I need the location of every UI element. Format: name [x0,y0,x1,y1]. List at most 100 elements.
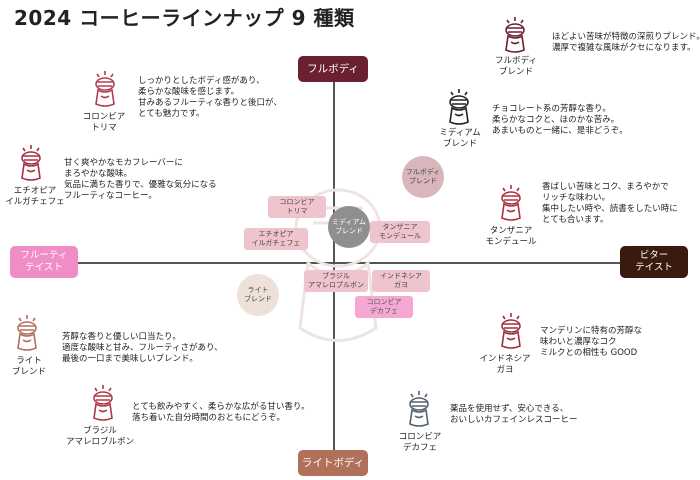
mascot-icon [402,388,436,428]
desc-line: 集中したい時や、読書をしたい時に [542,204,678,214]
desc-line: とても魅力です。 [138,109,205,119]
axis-right-text-2: テイスト [635,262,673,273]
map-tag-text: フルボディ [405,168,441,176]
product-name-ethiopia: エチオピア イルガチェフェ [2,186,68,208]
product-desc-colombia-torima: しっかりとしたボディ感があり、 柔らかな酸味を感じます。 甘みあるフルーティな香… [138,76,282,120]
map-tag-text: コロンビア [366,298,402,306]
mascot-icon [86,382,120,422]
desc-line: 気品に満ちた香りで、優雅な気分になる [64,180,217,190]
product-name-colombia-decaf: コロンビア デカフェ [388,432,452,454]
product-name-line: モンデュール [485,237,537,247]
map-tag-text: ライト [247,286,269,294]
product-name-line: フルボディ [495,56,537,66]
map-tag-text: ブレンド [244,295,272,303]
product-name-light-blend: ライト ブレンド [0,356,58,378]
map-tag-text: ブラジル [322,272,350,280]
product-name-line: トリマ [91,123,117,133]
map-tag-text: アマレロブルボン [308,281,364,289]
desc-line: 濃厚で複雑な風味がクセになります。 [552,43,696,53]
map-tag-text: タンザニア [382,223,418,231]
desc-line: 薬品を使用せず、安心できる、 [450,404,569,414]
desc-line: しっかりとしたボディ感があり、 [138,76,265,86]
product-desc-indonesia: マンデリンに特有の芳醇な 味わいと濃厚なコク ミルクとの相性も GOOD [540,326,642,359]
product-name-line: アマレロブルボン [65,437,134,447]
desc-line: 味わいと濃厚なコク [540,337,617,347]
product-desc-light-blend: 芳醇な香りと優しい口当たり。 適度な酸味と甘み、フルーティさがあり、 最後の一口… [62,332,223,365]
product-name-line: コロンビア [82,112,126,122]
desc-line: 柔らかな酸味を感じます。 [138,87,240,97]
desc-line: 甘みあるフルーティな香りと後口が、 [138,98,282,108]
desc-line: 芳醇な香りと優しい口当たり。 [62,332,181,342]
map-tag-ethiopia: エチオピア イルガチェフェ [244,228,308,250]
product-name-line: タンザニア [489,226,533,236]
desc-line: 落ち着いた自分時間のおともにどうぞ。 [132,413,286,423]
axis-left-text-2: テイスト [25,262,63,273]
product-name-line: ブレンド [11,367,46,377]
product-desc-brazil: とても飲みやすく、柔らかな広がる甘い香り。 落ち着いた自分時間のおともにどうぞ。 [132,402,310,424]
desc-line: まろやかな酸味。 [64,169,133,179]
product-name-line: ブレンド [498,67,533,77]
map-tag-text: モンデュール [379,232,421,240]
axis-right-text-1: ビター [639,250,669,261]
product-desc-colombia-decaf: 薬品を使用せず、安心できる、 おいしいカフェインレスコーヒー [450,404,578,426]
product-name-line: コロンビア [398,432,442,442]
mascot-icon [494,310,528,350]
axis-label-light-body: ライトボディ [298,450,368,476]
desc-line: リッチな味わい。 [542,193,611,203]
product-desc-medium-blend: チョコレート系の芳醇な香り。 柔らかなコクと、ほのかな苦み。 あまいものと一緒に… [492,104,628,137]
product-name-line: ガヨ [496,365,514,375]
map-tag-indonesia: インドネシア ガヨ [372,270,430,292]
map-tag-text: デカフェ [370,307,398,315]
product-name-fullbody: フルボディ ブレンド [486,56,546,78]
product-desc-fullbody: ほどよい苦味が特徴の深煎りブレンド。 濃厚で複雑な風味がクセになります。 [552,32,700,54]
map-tag-colombia-decaf: コロンビア デカフェ [355,296,413,318]
desc-line: 甘く爽やかなモカフレーバーに [64,158,183,168]
axis-left-text-1: フルーティ [20,250,68,261]
desc-line: ほどよい苦味が特徴の深煎りブレンド。 [552,32,700,42]
product-desc-ethiopia: 甘く爽やかなモカフレーバーに まろやかな酸味。 気品に満ちた香りで、優雅な気分に… [64,158,217,202]
map-tag-text: ミディアム [331,218,367,226]
axis-label-bitter-taste: ビター テイスト [620,246,688,278]
horizontal-axis [48,262,628,264]
desc-line: 適度な酸味と甘み、フルーティさがあり、 [62,343,223,353]
map-tag-text: ガヨ [394,281,408,289]
map-tag-text: ブレンド [335,227,363,235]
product-desc-tanzania: 香ばしい苦味とコク、まろやかで リッチな味わい。 集中したい時や、読書をしたい時… [542,182,678,226]
map-tag-tanzania: タンザニア モンデュール [370,221,430,243]
product-name-medium-blend: ミディアム ブレンド [428,128,492,150]
product-name-line: イルガチェフェ [5,197,65,207]
product-name-colombia-torima: コロンビア トリマ [72,112,136,134]
product-name-line: デカフェ [402,443,437,453]
desc-line: おいしいカフェインレスコーヒー [450,415,578,425]
axis-label-full-body: フルボディ [298,56,368,82]
map-tag-text: インドネシア [380,272,422,280]
desc-line: 柔らかなコクと、ほのかな苦み。 [492,115,620,125]
map-tag-light-blend: ライト ブレンド [237,274,279,316]
map-tag-text: エチオピア [258,230,294,238]
desc-line: チョコレート系の芳醇な香り。 [492,104,611,114]
map-tag-text: ブレンド [409,177,437,185]
product-name-line: ブレンド [442,139,477,149]
product-name-line: インドネシア [479,354,531,364]
map-tag-medium-blend: ミディアム ブレンド [328,206,370,248]
axis-bottom-text: ライトボディ [301,457,365,469]
mascot-icon [494,182,528,222]
product-name-line: エチオピア [13,186,57,196]
product-name-line: ブラジル [83,426,117,436]
map-tag-fullbody-blend: フルボディ ブレンド [402,156,444,198]
mascot-icon [498,14,532,54]
vertical-axis [333,68,335,454]
product-name-brazil: ブラジル アマレロブルボン [62,426,138,448]
desc-line: 最後の一口まで美味しいブレンド。 [62,354,198,364]
desc-line: とても合います。 [542,215,609,225]
map-tag-colombia-torima: コロンビア トリマ [268,196,326,218]
mascot-icon [442,86,476,126]
map-tag-text: トリマ [286,207,308,215]
desc-line: マンデリンに特有の芳醇な [540,326,643,336]
desc-line: あまいものと一緒に、是非どうぞ。 [492,126,628,136]
mascot-icon [14,142,48,182]
axis-top-text: フルボディ [307,63,359,75]
desc-line: ミルクとの相性も GOOD [540,348,638,358]
page-title: 2024 コーヒーラインナップ 9 種類 [14,6,355,30]
